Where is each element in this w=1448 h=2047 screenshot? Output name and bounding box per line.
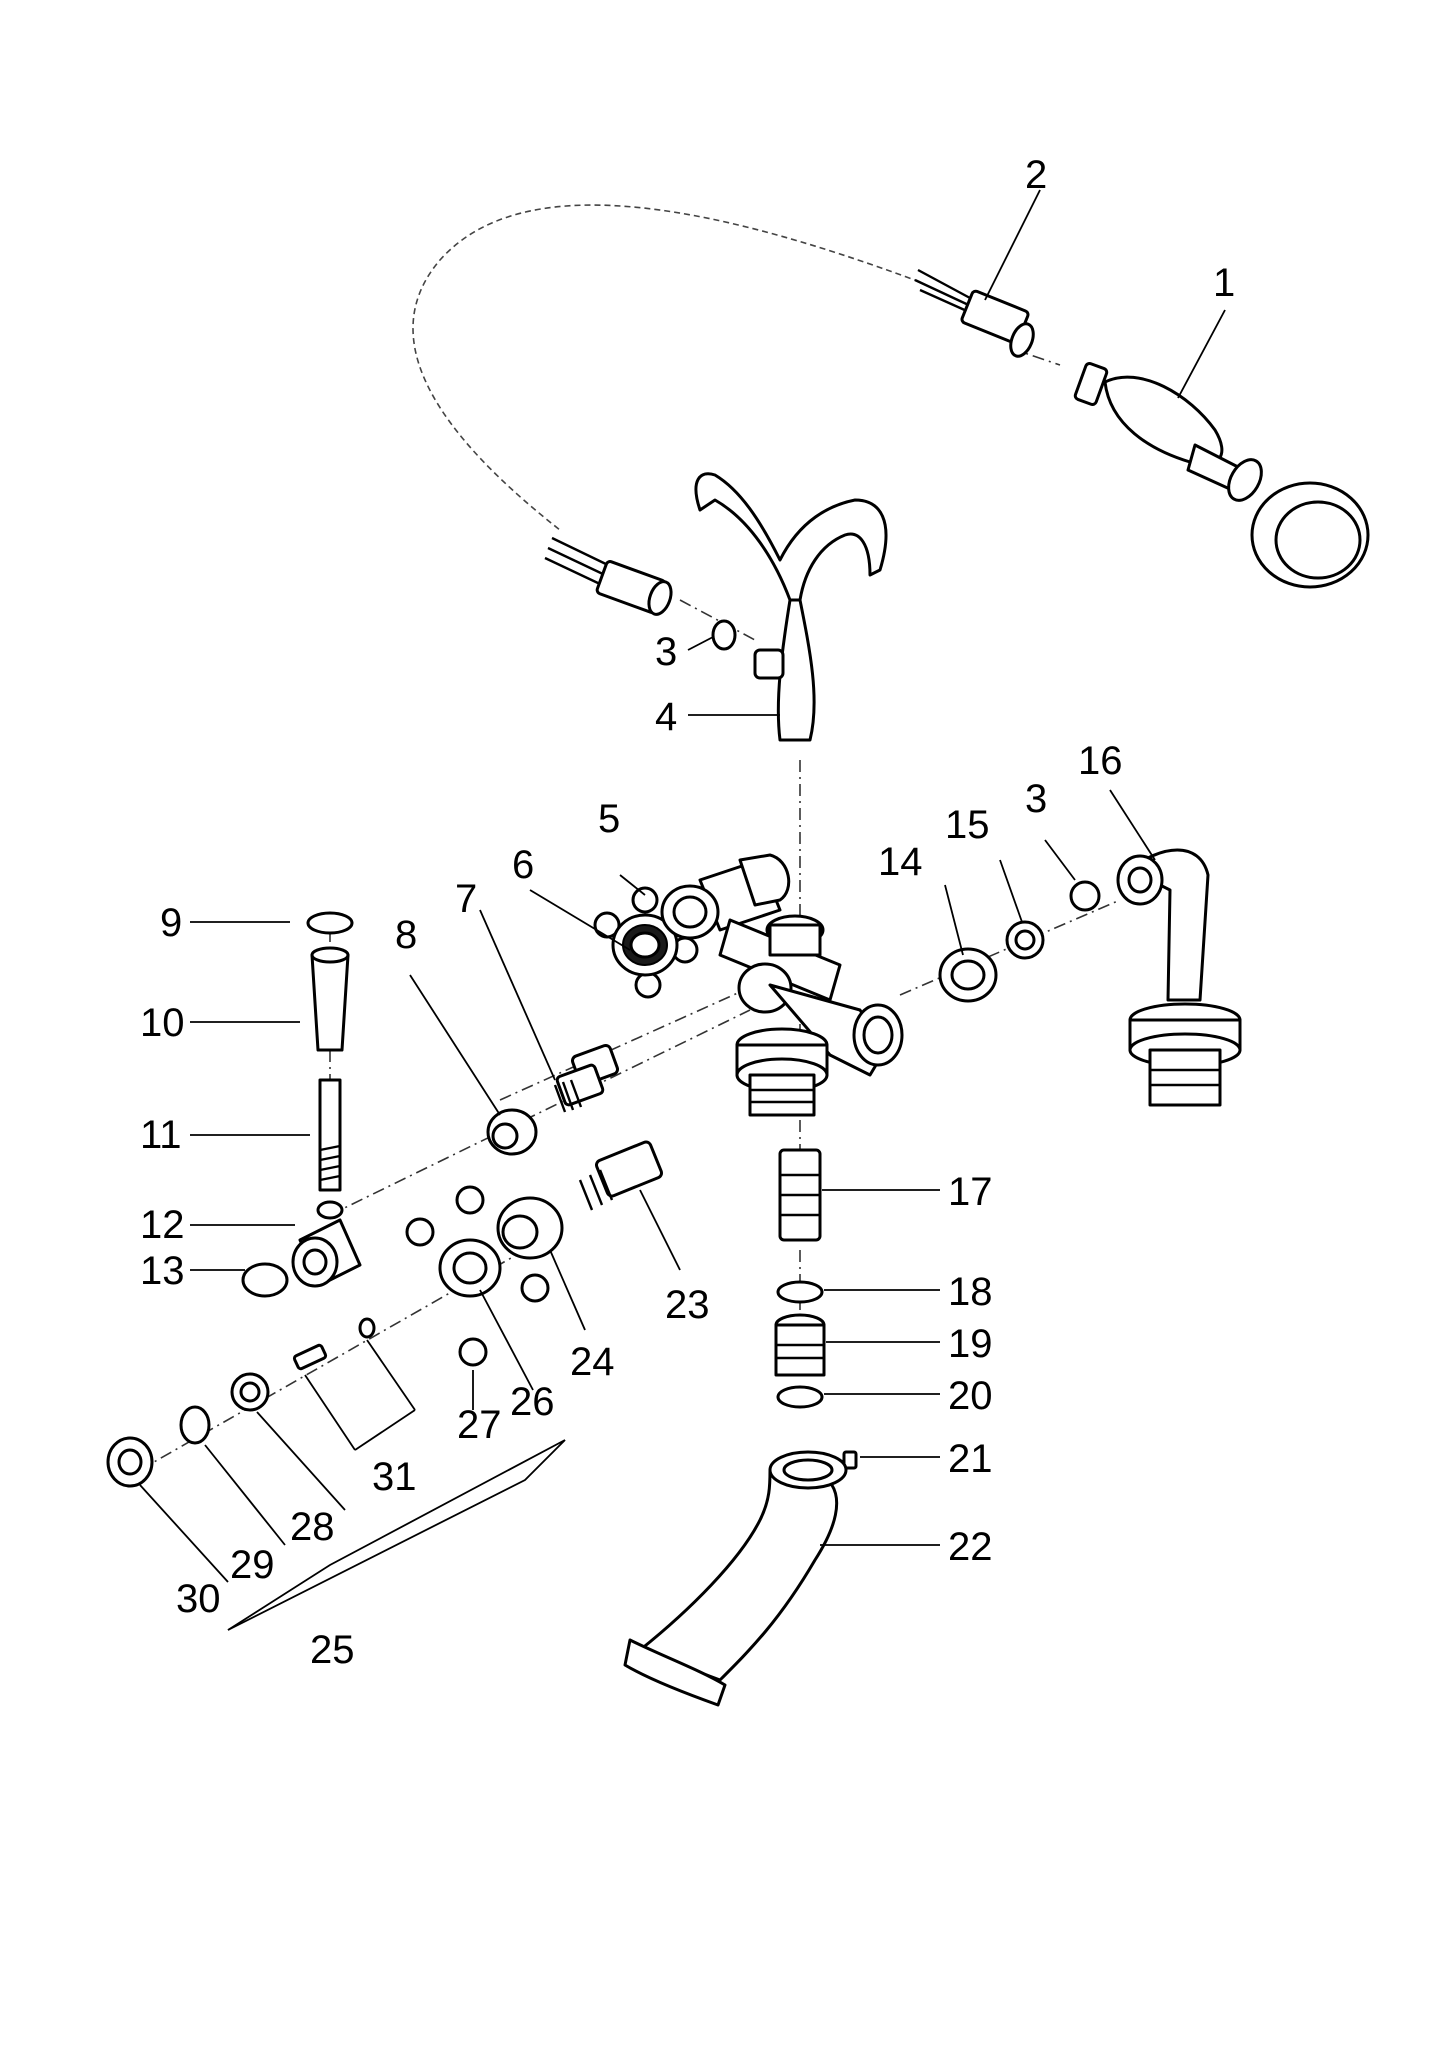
- callout-15: 15: [945, 803, 990, 847]
- callout-2: 2: [1025, 153, 1047, 197]
- washer-upper: [711, 619, 737, 651]
- callout-26: 26: [510, 1380, 555, 1424]
- callout-7: 7: [455, 877, 477, 921]
- cap-nut-left: [486, 1108, 538, 1156]
- callout-14: 14: [878, 840, 923, 884]
- callout-24: 24: [570, 1340, 615, 1384]
- shower-hose-ends: [544, 268, 1035, 616]
- index-disc: [179, 1405, 211, 1445]
- lever-handle-stack: [241, 911, 362, 1298]
- cap-nut-lower: [496, 1196, 564, 1260]
- callout-16: 16: [1078, 739, 1123, 783]
- valve-cartridge-lower: [578, 1140, 663, 1211]
- callout-12: 12: [140, 1203, 185, 1247]
- union-nut: [938, 947, 998, 1003]
- callout-10: 10: [140, 1001, 185, 1045]
- callout-9: 9: [160, 901, 182, 945]
- callout-31: 31: [372, 1455, 417, 1499]
- handle-screw: [292, 1343, 328, 1371]
- callout-21: 21: [948, 1437, 993, 1481]
- callout-8: 8: [395, 913, 417, 957]
- o-ring-lower: [776, 1385, 824, 1409]
- callout-29: 29: [230, 1543, 275, 1587]
- callout-5: 5: [598, 797, 620, 841]
- leader-lines: [139, 189, 1226, 1631]
- callout-4: 4: [655, 695, 677, 739]
- callout-27: 27: [457, 1403, 502, 1447]
- callout-25: 25: [310, 1628, 355, 1672]
- mixer-body: [660, 853, 904, 1117]
- hand-shower: [1073, 362, 1370, 589]
- washer-right: [1069, 880, 1101, 912]
- callout-3-right: 3: [1025, 777, 1047, 821]
- o-ring-upper: [776, 1280, 824, 1304]
- callout-1: 1: [1213, 261, 1235, 305]
- callout-30: 30: [176, 1577, 221, 1621]
- spout-adapter: [774, 1313, 826, 1377]
- callout-28: 28: [290, 1505, 335, 1549]
- escutcheon-ring: [106, 1436, 154, 1488]
- callout-17: 17: [948, 1170, 993, 1214]
- screw-washer: [358, 1317, 376, 1339]
- cross-handle-lower: [405, 1185, 550, 1367]
- callout-13: 13: [140, 1249, 185, 1293]
- callout-22: 22: [948, 1525, 993, 1569]
- callout-6: 6: [512, 843, 534, 887]
- adapter-sleeve: [230, 1372, 270, 1412]
- valve-cartridge-upper: [553, 1043, 620, 1113]
- callout-3-upper: 3: [655, 630, 677, 674]
- callout-11: 11: [140, 1113, 182, 1157]
- pillar-elbow: [1116, 848, 1242, 1107]
- callout-18: 18: [948, 1270, 993, 1314]
- callout-20: 20: [948, 1374, 993, 1418]
- diverter-cartridge: [778, 1148, 822, 1242]
- set-screw: [842, 1450, 858, 1470]
- callout-19: 19: [948, 1322, 993, 1366]
- bath-spout: [623, 1450, 848, 1707]
- shower-holder: [694, 472, 888, 742]
- nipple-fitting: [1005, 920, 1045, 960]
- callout-labels: 1 2 3 4 5 6 7 8 9 10 11 12 13 14 15 3 16…: [140, 153, 1235, 1672]
- callout-23: 23: [665, 1283, 710, 1327]
